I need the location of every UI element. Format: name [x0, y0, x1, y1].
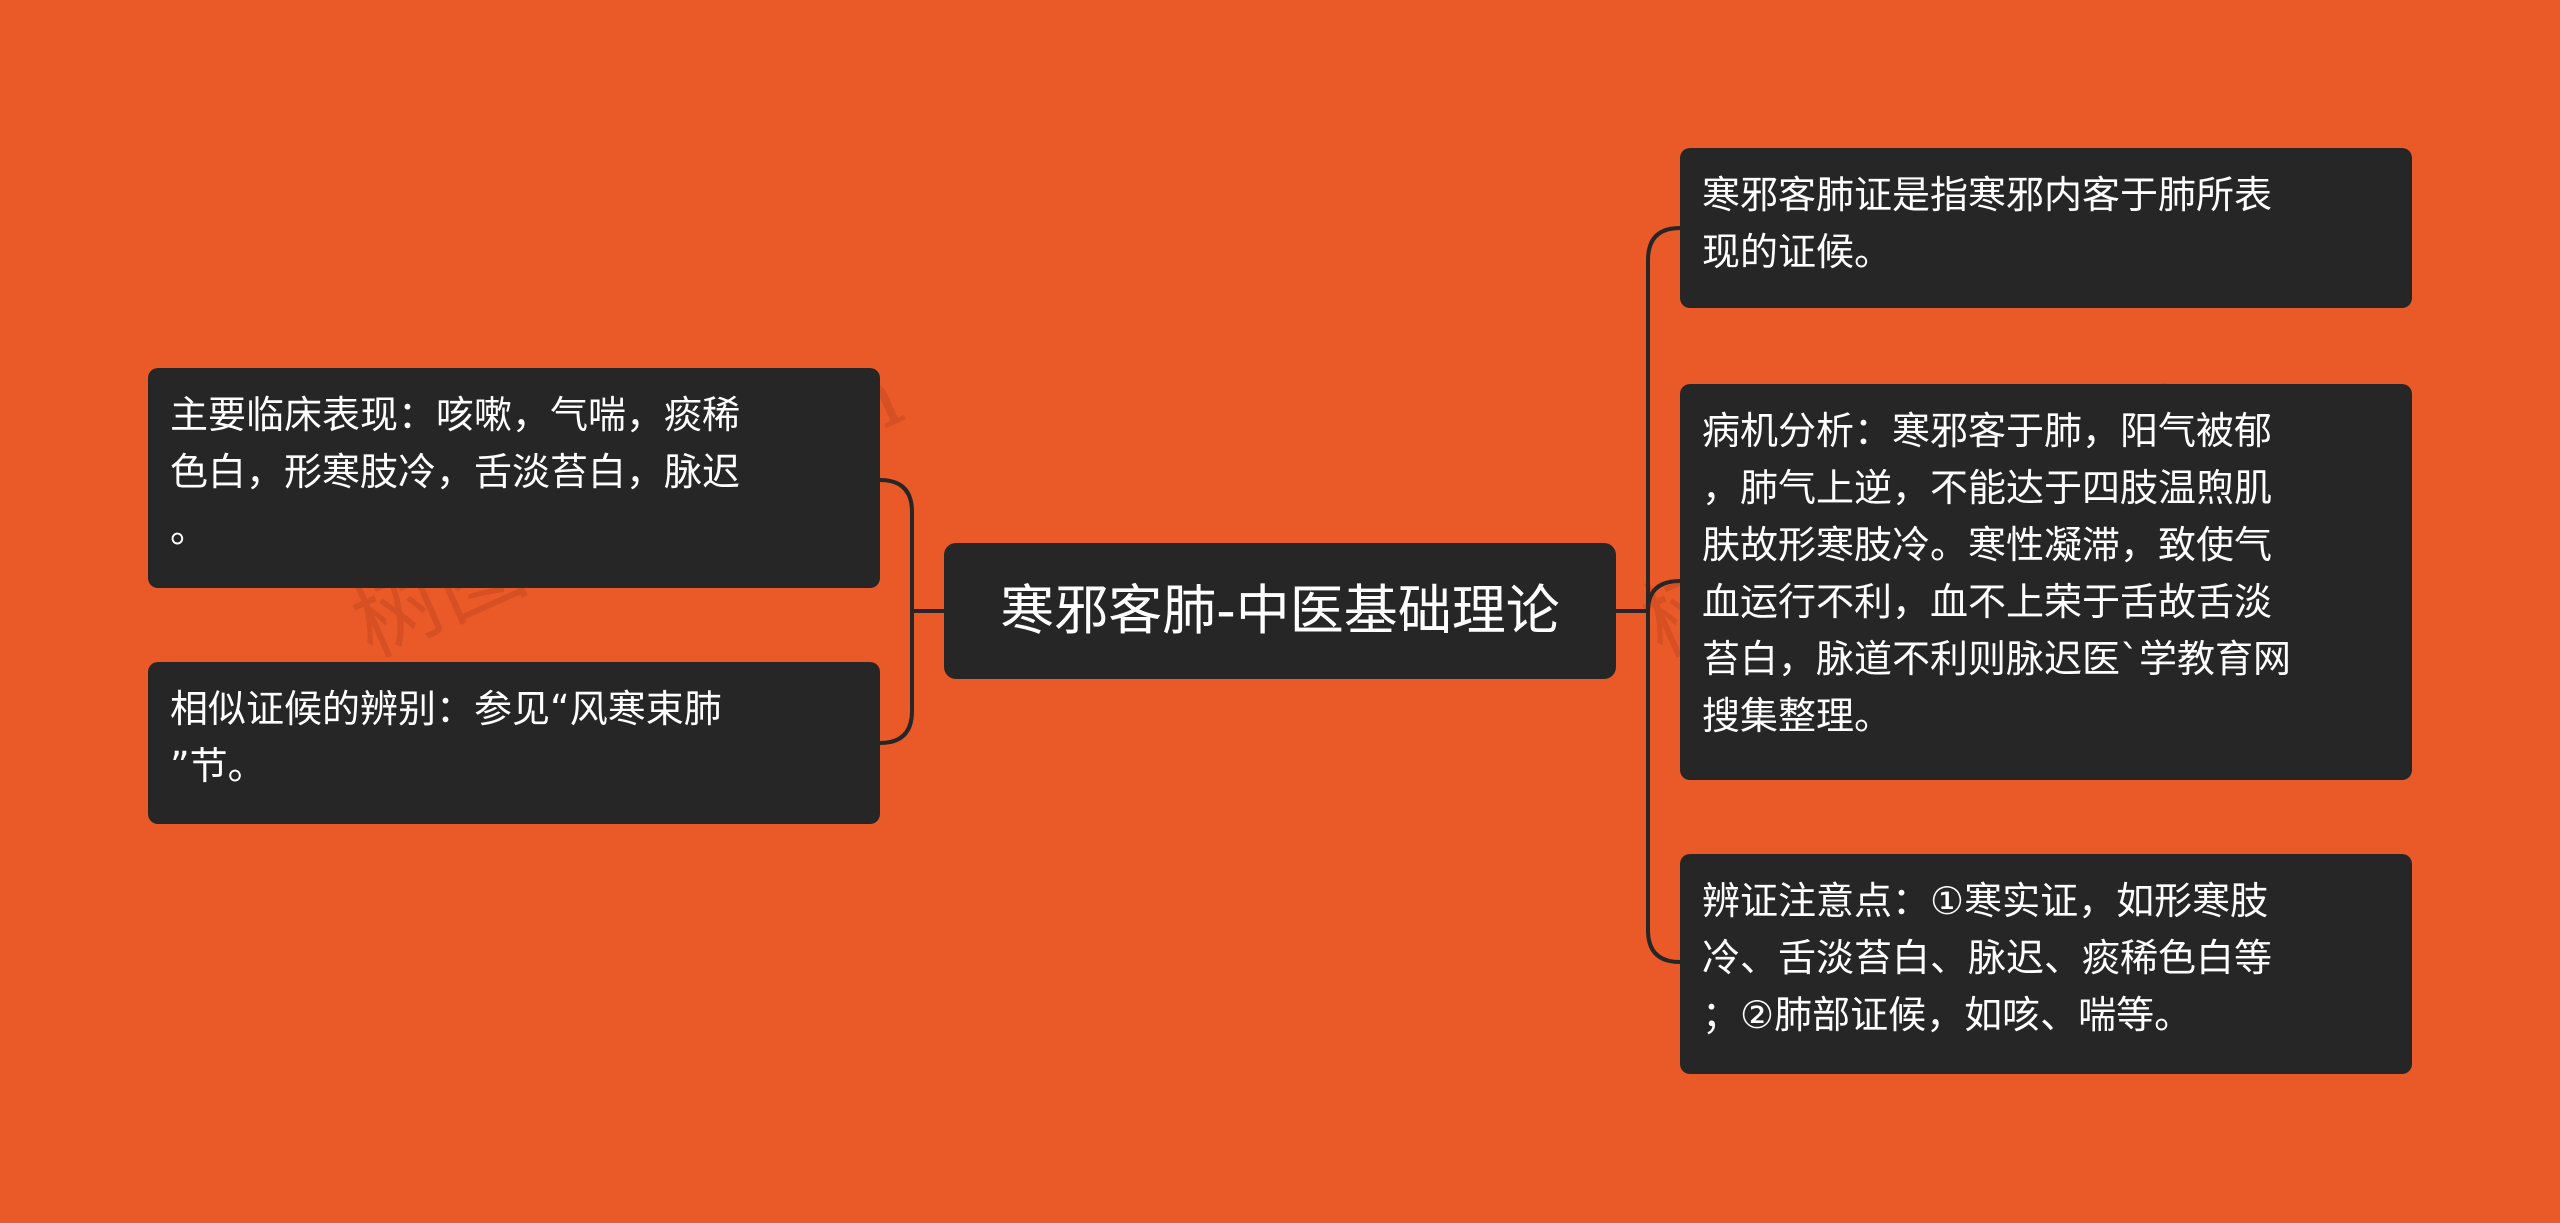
connector-right-mid — [1646, 579, 1681, 612]
right-node-definition[interactable]: 寒邪客肺证是指寒邪内客于肺所表 现的证候。 — [1680, 148, 2412, 308]
root-node[interactable]: 寒邪客肺-中医基础理论 — [944, 543, 1616, 679]
right-node-diagnosis-notes[interactable]: 辨证注意点：①寒实证，如形寒肢 冷、舌淡苔白、脉迟、痰稀色白等 ；②肺部证候，如… — [1680, 854, 2412, 1074]
left-node-similar-syndrome[interactable]: 相似证候的辨别：参见“风寒束肺 ”节。 — [148, 662, 880, 824]
left-node-clinical-manifestations[interactable]: 主要临床表现：咳嗽，气喘，痰稀 色白，形寒肢冷，舌淡苔白，脉迟 。 — [148, 368, 880, 588]
right-node-pathogenesis[interactable]: 病机分析：寒邪客于肺，阳气被郁 ，肺气上逆，不能达于四肢温煦肌 肤故形寒肢冷。寒… — [1680, 384, 2412, 780]
connector-left-spine — [879, 478, 914, 745]
connector-right-spine — [1646, 226, 1681, 964]
